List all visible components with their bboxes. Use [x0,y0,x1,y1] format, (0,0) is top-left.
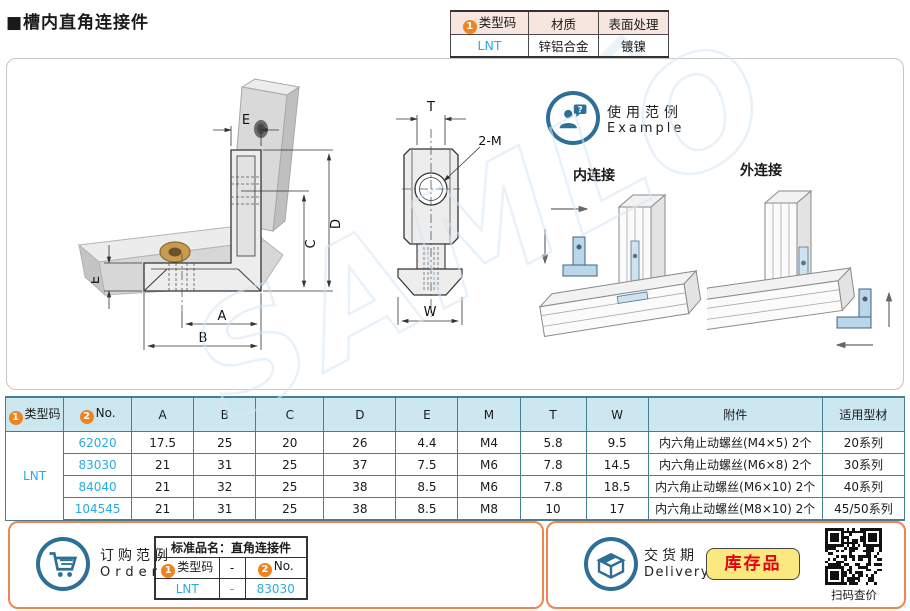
order-head-dash: - [218,557,246,579]
circle-number-2: 2 [79,409,94,424]
dim-label-c: C [304,239,319,248]
dim-label-w: W [424,305,437,320]
order-title-en: Order [100,565,162,580]
col-header-m: M [457,396,521,432]
dim-label-2m: 2-M [478,133,501,148]
part-no-link[interactable]: 62020 [63,431,133,454]
part-no-link[interactable]: 104545 [63,497,133,521]
delivery-title-en: Delivery [644,565,710,580]
example-title-en: Example [607,121,685,136]
spec-value-material: 锌铝合金 [528,34,599,58]
circle-number-1: 1 [462,20,477,34]
spec-header-material: 材质 [528,10,599,35]
col-header-accessory: 附件 [647,396,823,432]
table-row: 84040 21 32 25 38 8.5 M6 7.8 18.5 内六角止动螺… [6,475,906,498]
qr-label: 扫码查价 [831,588,877,602]
dim-label-d: D [329,219,344,229]
col-header-d: D [323,396,397,432]
dim-label-a: A [218,309,227,324]
stock-badge: 库存品 [706,548,800,580]
svg-text:?: ? [578,106,583,116]
order-value-typecode: LNT [154,578,220,600]
part-no-link[interactable]: 83030 [63,453,133,476]
col-header-e: E [395,396,459,432]
col-header-t: T [519,396,587,432]
dim-label-t: T [426,100,435,115]
table-row: 83030 21 31 25 37 7.5 M6 7.8 14.5 内六角止动螺… [6,453,906,476]
spec-header-finish: 表面处理 [598,10,669,35]
col-header-a: A [131,396,195,432]
inner-connection-label: 内连接 [573,168,615,184]
col-header-c: C [255,396,325,432]
order-product-name: 标准品名：直角连接件 [154,536,308,558]
order-title-cn: 订购范例 [100,548,172,564]
dim-label-b: B [199,331,208,346]
circle-number-2: 2 [257,563,272,577]
example-icon: ? [546,91,600,145]
order-value-no: 83030 [244,578,308,600]
outer-connection-label: 外连接 [740,163,782,179]
part-no-link[interactable]: 84040 [63,475,133,498]
delivery-title-cn: 交货期 [644,548,698,564]
qr-code [825,528,882,585]
dim-label-e-top: E [242,113,250,128]
spec-value-finish: 镀镍 [598,34,669,58]
col-header-series: 适用型材 [821,396,906,432]
table-row: LNT 62020 17.5 25 20 26 4.4 M4 5.8 9.5 内… [4,431,906,521]
circle-number-1: 1 [8,410,23,425]
drawing-area: E D C E A B [6,58,904,390]
side-view-drawing: T 2-M W [396,100,502,325]
inner-connection-illustration [538,193,702,337]
delivery-package-icon [584,537,638,591]
col-header-w: W [585,396,649,432]
table-row: 104545 21 31 25 38 8.5 M8 10 17 内六角止动螺丝(… [6,497,906,521]
front-view-drawing: E D C E A B [91,113,344,350]
delivery-box: 交货期 Delivery 库存品 扫码查价 [546,521,906,609]
circle-number-1: 1 [161,564,176,578]
type-code-cell[interactable]: LNT [4,431,65,521]
dim-label-e-left: E [91,276,103,284]
order-value-dash: - [218,578,246,600]
page-title: ■槽内直角连接件 [6,13,150,33]
example-title-cn: 使用范例 [607,105,683,121]
outer-connection-illustration [707,189,893,349]
col-header-b: B [193,396,257,432]
spec-value-typecode: LNT [450,34,529,58]
order-cart-icon [36,537,90,591]
